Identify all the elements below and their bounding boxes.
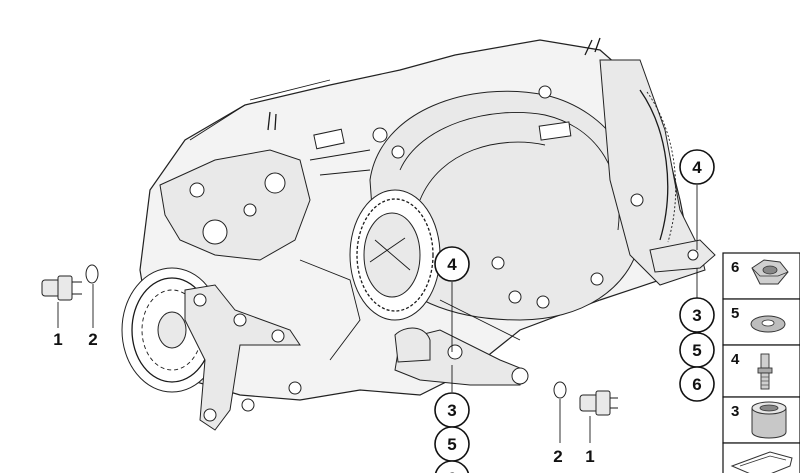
parts-legend: 6 5 4 [722,252,800,473]
legend-item-4: 4 [722,344,800,398]
legend-item-6: 6 [722,252,800,300]
bottom-drain-plug-part [579,390,618,443]
callout-right-6: 6 [679,366,715,402]
svg-text:3: 3 [447,401,456,420]
callout-center-3: 3 [434,392,470,428]
label-left-2: 2 [88,330,97,349]
legend-item-arrow [722,442,800,473]
leader-lines [451,185,698,392]
svg-text:6: 6 [447,469,456,473]
hex-nut-icon [751,259,789,285]
svg-text:3: 3 [731,403,739,420]
svg-text:4: 4 [731,351,740,368]
svg-text:5: 5 [692,341,701,360]
stud-bolt-icon [757,353,773,390]
svg-text:3: 3 [692,306,701,325]
arrow-icon [730,451,793,473]
sleeve-bushing-icon [751,401,787,439]
svg-text:4: 4 [447,255,457,274]
callout-right-5: 5 [679,332,715,368]
left-drain-plug-part [41,275,82,328]
callout-center-4: 4 [434,246,470,282]
callout-center-6: 6 [434,460,470,473]
svg-text:4: 4 [692,158,702,177]
washer-icon [750,315,786,333]
callout-right-4: 4 [679,149,715,185]
svg-text:5: 5 [447,435,456,454]
bottom-sealing-ring-part [553,381,567,443]
svg-text:5: 5 [731,305,739,322]
svg-text:6: 6 [731,259,739,276]
transmission-housing [121,37,716,431]
callout-center-5: 5 [434,426,470,462]
label-bottom-2: 2 [553,447,562,466]
left-sealing-ring-part [85,264,99,328]
callout-right-3: 3 [679,297,715,333]
legend-item-3: 3 [722,396,800,444]
label-bottom-1: 1 [585,447,594,466]
label-left-1: 1 [53,330,62,349]
legend-item-5: 5 [722,298,800,346]
svg-text:6: 6 [692,375,701,394]
